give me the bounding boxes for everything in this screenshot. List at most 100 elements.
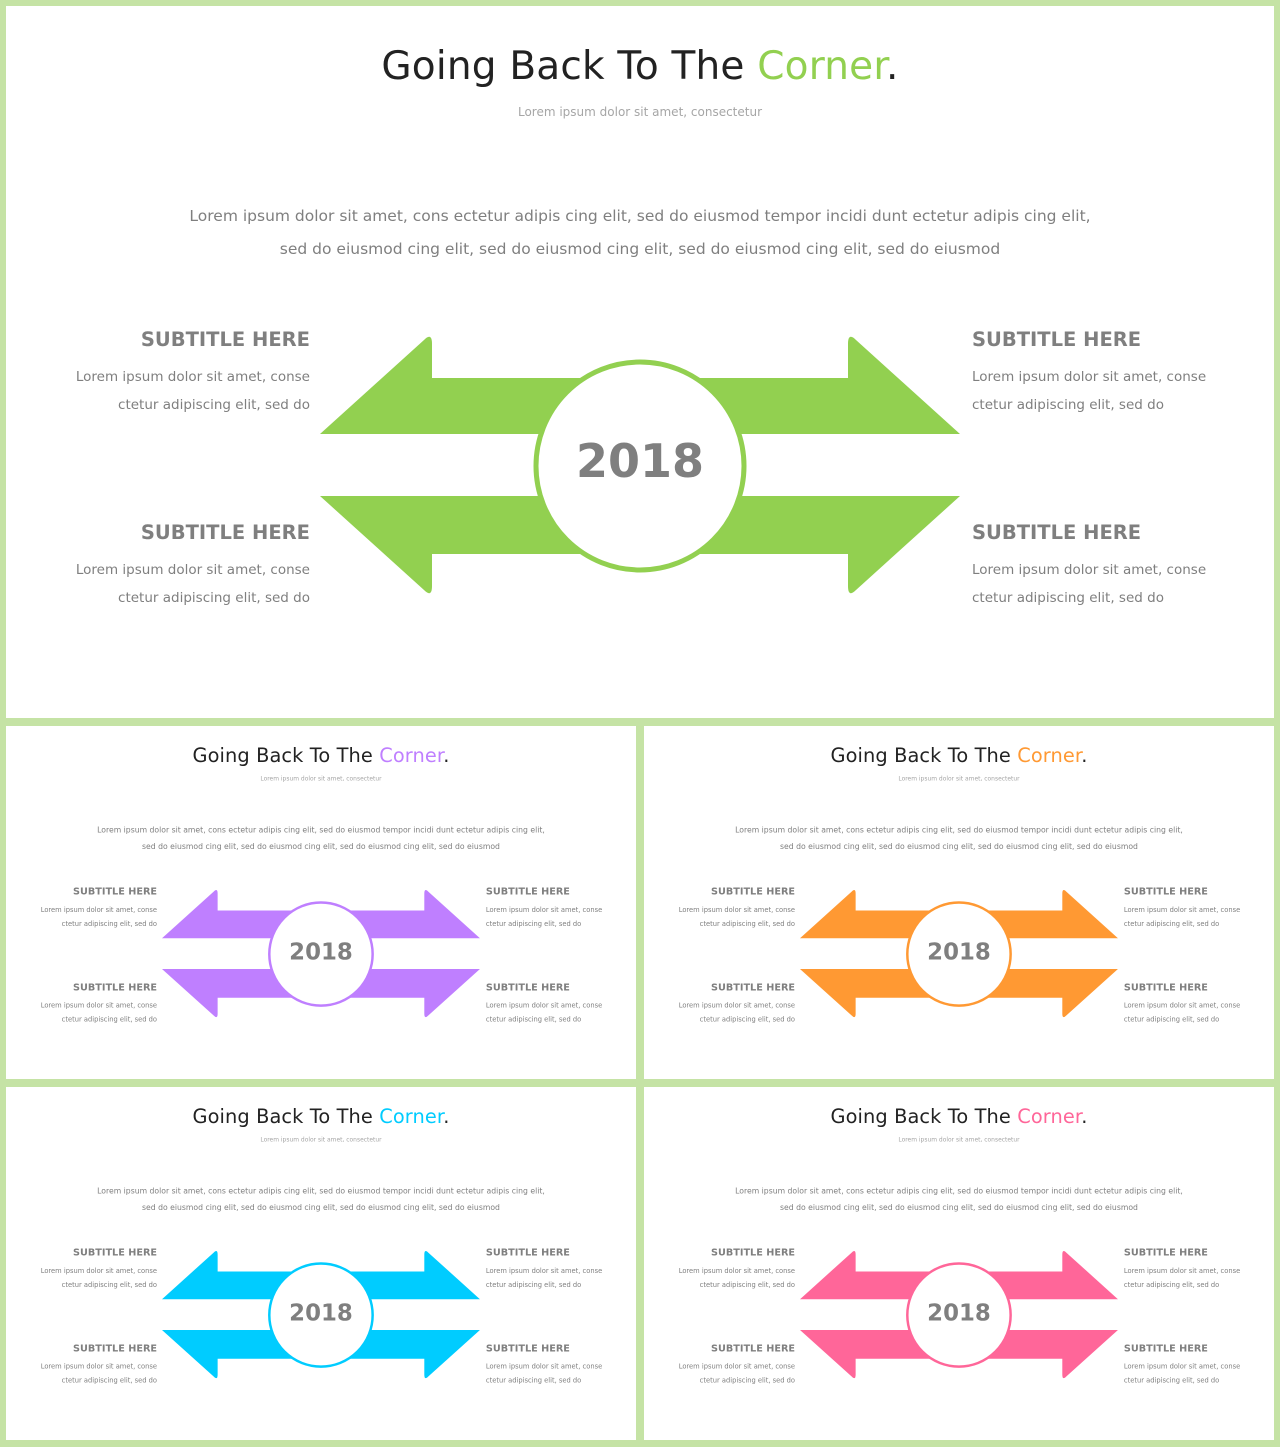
subtitle-block-top-right: SUBTITLE HERE Lorem ipsum dolor sit amet… [1124,1247,1253,1292]
block-text-line: ctetur adipiscing elit, sed do [1123,1280,1220,1289]
block-text-line: ctetur adipiscing elit, sed do [61,1376,158,1385]
block-text-line: ctetur adipiscing elit, sed do [485,1280,582,1289]
year-label: 2018 [927,938,991,965]
slide-pink: Going Back To The Corner. Lorem ipsum do… [644,1087,1274,1440]
block-text-line: ctetur adipiscing elit, sed do [699,1376,796,1385]
slide-purple: Going Back To The Corner. Lorem ipsum do… [6,726,636,1079]
block-text: Lorem ipsum dolor sit amet, conse ctetur… [28,1264,157,1292]
block-heading: SUBTITLE HERE [711,885,796,898]
subtitle-block-top-left: SUBTITLE HERE Lorem ipsum dolor sit amet… [50,328,310,419]
subtitle-block-bottom-left: SUBTITLE HERE Lorem ipsum dolor sit amet… [28,1342,157,1387]
block-text: Lorem ipsum dolor sit amet, conse ctetur… [28,903,157,931]
block-heading: SUBTITLE HERE [711,981,796,993]
body-line-1: Lorem ipsum dolor sit amet, cons ectetur… [97,825,545,835]
block-text: Lorem ipsum dolor sit amet, conse ctetur… [28,999,157,1027]
block-text-line: ctetur adipiscing elit, sed do [1123,1376,1220,1385]
slide-body-text: Lorem ipsum dolor sit amet, cons ectetur… [140,200,1140,266]
title-accent-word: Corner [379,744,444,768]
title-prefix: Going Back To The [830,744,1018,768]
block-heading: SUBTITLE HERE [711,1246,796,1259]
title-accent-word: Corner [1017,744,1082,768]
title-accent-word: Corner [379,1105,444,1129]
slide-cyan: Going Back To The Corner. Lorem ipsum do… [6,1087,636,1440]
subtitle-block-bottom-right: SUBTITLE HERE Lorem ipsum dolor sit amet… [486,981,615,1026]
body-line-1: Lorem ipsum dolor sit amet, cons ectetur… [97,1186,545,1196]
block-text-line: Lorem ipsum dolor sit amet, conse [40,1362,158,1371]
block-text-line: Lorem ipsum dolor sit amet, conse [678,1001,796,1010]
subtitle-block-top-left: SUBTITLE HERE Lorem ipsum dolor sit amet… [666,886,795,931]
block-heading: SUBTITLE HERE [485,885,570,898]
slide-title: Going Back To The Corner. [6,745,636,767]
title-suffix: . [886,44,899,89]
body-line-2: sed do eiusmod cing elit, sed do eiusmod… [279,240,1001,258]
block-heading: SUBTITLE HERE [1123,885,1208,898]
title-accent-word: Corner [1017,1105,1082,1129]
subtitle-block-top-right: SUBTITLE HERE Lorem ipsum dolor sit amet… [486,1247,615,1292]
block-text: Lorem ipsum dolor sit amet, conse ctetur… [1124,903,1253,931]
block-heading: SUBTITLE HERE [1123,981,1208,993]
block-text: Lorem ipsum dolor sit amet, conse ctetur… [486,1360,615,1388]
block-text: Lorem ipsum dolor sit amet, conse ctetur… [972,556,1232,612]
title-prefix: Going Back To The [830,1105,1018,1129]
slide-body-text: Lorem ipsum dolor sit amet, cons ectetur… [73,822,570,855]
year-label: 2018 [289,938,353,965]
block-heading: SUBTITLE HERE [73,1246,158,1259]
subtitle-block-top-left: SUBTITLE HERE Lorem ipsum dolor sit amet… [28,886,157,931]
center-circle [533,359,747,573]
title-suffix: . [443,1105,450,1129]
block-text-line: Lorem ipsum dolor sit amet, conse [40,905,158,914]
block-heading: SUBTITLE HERE [972,328,1142,351]
block-text-line: Lorem ipsum dolor sit amet, conse [678,1266,796,1275]
title-prefix: Going Back To The [192,744,380,768]
block-heading: SUBTITLE HERE [972,521,1142,544]
body-line-2: sed do eiusmod cing elit, sed do eiusmod… [142,842,500,851]
block-text: Lorem ipsum dolor sit amet, conse ctetur… [486,1264,615,1292]
body-line-2: sed do eiusmod cing elit, sed do eiusmod… [780,1203,1138,1212]
block-text-line: Lorem ipsum dolor sit amet, conse [75,562,310,578]
block-heading: SUBTITLE HERE [711,1342,796,1354]
block-heading: SUBTITLE HERE [485,981,570,993]
body-line-2: sed do eiusmod cing elit, sed do eiusmod… [142,1203,500,1212]
block-text: Lorem ipsum dolor sit amet, conse ctetur… [1124,1360,1253,1388]
year-label: 2018 [575,434,705,488]
subtitle-block-top-right: SUBTITLE HERE Lorem ipsum dolor sit amet… [1124,886,1253,931]
block-text-line: ctetur adipiscing elit, sed do [118,590,310,606]
block-text: Lorem ipsum dolor sit amet, conse ctetur… [972,363,1232,419]
subtitle-block-bottom-right: SUBTITLE HERE Lorem ipsum dolor sit amet… [972,521,1232,612]
double-arrow-graphic [161,1251,480,1379]
subtitle-block-bottom-right: SUBTITLE HERE Lorem ipsum dolor sit amet… [486,1342,615,1387]
slide-title: Going Back To The Corner. [6,44,1274,89]
block-text: Lorem ipsum dolor sit amet, conse ctetur… [1124,1264,1253,1292]
subtitle-block-bottom-left: SUBTITLE HERE Lorem ipsum dolor sit amet… [666,981,795,1026]
double-arrow-graphic [799,890,1118,1018]
double-arrow-graphic [320,336,960,594]
block-text: Lorem ipsum dolor sit amet, conse ctetur… [666,999,795,1027]
block-text-line: Lorem ipsum dolor sit amet, conse [40,1001,158,1010]
block-text-line: ctetur adipiscing elit, sed do [1123,919,1220,928]
block-text-line: Lorem ipsum dolor sit amet, conse [1123,1362,1241,1371]
slide-orange: Going Back To The Corner. Lorem ipsum do… [644,726,1274,1079]
title-prefix: Going Back To The [192,1105,380,1129]
block-heading: SUBTITLE HERE [140,328,310,351]
block-text-line: Lorem ipsum dolor sit amet, conse [972,369,1207,385]
block-text-line: ctetur adipiscing elit, sed do [699,1280,796,1289]
block-text-line: Lorem ipsum dolor sit amet, conse [1123,1266,1241,1275]
title-accent-word: Corner [757,44,887,89]
slide-title: Going Back To The Corner. [644,1106,1274,1128]
title-suffix: . [1081,744,1088,768]
slide-title: Going Back To The Corner. [6,1106,636,1128]
block-text-line: ctetur adipiscing elit, sed do [699,919,796,928]
block-text-line: ctetur adipiscing elit, sed do [485,1376,582,1385]
block-text-line: ctetur adipiscing elit, sed do [118,397,310,413]
block-text-line: Lorem ipsum dolor sit amet, conse [972,562,1207,578]
block-text-line: Lorem ipsum dolor sit amet, conse [75,369,310,385]
body-line-1: Lorem ipsum dolor sit amet, cons ectetur… [189,207,1091,225]
body-line-1: Lorem ipsum dolor sit amet, cons ectetur… [735,825,1183,835]
block-text: Lorem ipsum dolor sit amet, conse ctetur… [486,999,615,1027]
block-text-line: Lorem ipsum dolor sit amet, conse [485,1266,603,1275]
block-text-line: ctetur adipiscing elit, sed do [972,590,1164,606]
block-text: Lorem ipsum dolor sit amet, conse ctetur… [666,1264,795,1292]
block-text-line: Lorem ipsum dolor sit amet, conse [485,1001,603,1010]
slide-body-text: Lorem ipsum dolor sit amet, cons ectetur… [711,822,1208,855]
title-suffix: . [443,744,450,768]
